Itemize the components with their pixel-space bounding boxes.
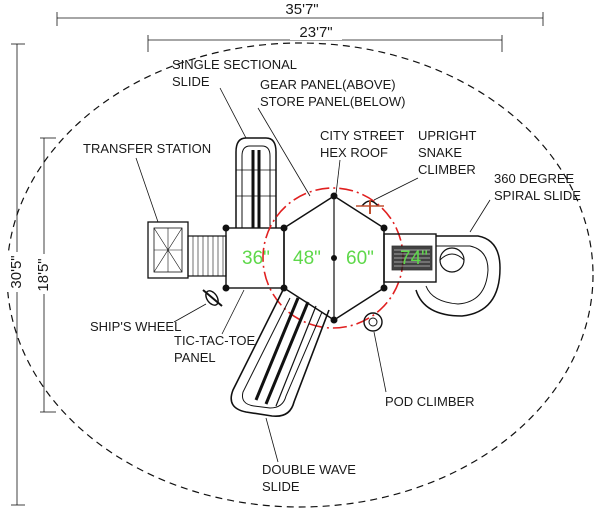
- svg-text:TRANSFER STATION: TRANSFER STATION: [83, 141, 211, 156]
- double-wave-slide: [230, 289, 330, 418]
- svg-text:360 DEGREE: 360 DEGREE: [494, 171, 575, 186]
- svg-text:STORE PANEL(BELOW): STORE PANEL(BELOW): [260, 94, 405, 109]
- pod-climber: [363, 312, 383, 332]
- svg-text:UPRIGHT: UPRIGHT: [418, 128, 477, 143]
- transfer-station: [147, 221, 227, 279]
- svg-text:SLIDE: SLIDE: [262, 479, 300, 494]
- deck-posts: [222, 192, 388, 324]
- label-double-wave-slide: DOUBLE WAVE SLIDE: [262, 462, 356, 494]
- svg-text:CITY STREET: CITY STREET: [320, 128, 404, 143]
- dimension-inner-height: 18'5": [34, 137, 56, 413]
- svg-text:HEX ROOF: HEX ROOF: [320, 145, 388, 160]
- use-zone-boundary: [6, 42, 594, 508]
- svg-text:SINGLE SECTIONAL: SINGLE SECTIONAL: [172, 57, 297, 72]
- dimension-outer-height: 30'5": [6, 43, 25, 506]
- label-gear-store-panel: GEAR PANEL(ABOVE) STORE PANEL(BELOW): [260, 77, 405, 109]
- svg-text:SHIP'S WHEEL: SHIP'S WHEEL: [90, 319, 181, 334]
- deck-height-48: 48": [293, 248, 321, 269]
- dimension-outer-width: 35'7": [56, 0, 544, 26]
- dimension-inner-width: 23'7": [147, 24, 503, 52]
- single-sectional-slide: [235, 137, 277, 228]
- svg-text:SLIDE: SLIDE: [172, 74, 210, 89]
- upright-snake-climber: [356, 200, 384, 214]
- svg-text:POD CLIMBER: POD CLIMBER: [385, 394, 475, 409]
- svg-text:SPIRAL SLIDE: SPIRAL SLIDE: [494, 188, 581, 203]
- outer-height-label: 30'5": [8, 255, 25, 288]
- leader-lines: [135, 87, 491, 463]
- svg-text:DOUBLE WAVE: DOUBLE WAVE: [262, 462, 356, 477]
- label-pod-climber: POD CLIMBER: [385, 394, 475, 409]
- svg-text:SNAKE: SNAKE: [418, 145, 462, 160]
- deck-height-60: 60": [346, 248, 374, 269]
- svg-text:PANEL: PANEL: [174, 350, 216, 365]
- ships-wheel: [202, 289, 223, 307]
- deck-height-74: 74": [400, 248, 428, 269]
- inner-height-label: 18'5": [35, 258, 52, 291]
- svg-text:CLIMBER: CLIMBER: [418, 162, 476, 177]
- inner-width-label: 23'7": [299, 24, 332, 41]
- label-city-street-hex-roof: CITY STREET HEX ROOF: [320, 128, 404, 160]
- label-single-sectional-slide: SINGLE SECTIONAL SLIDE: [172, 57, 297, 89]
- label-upright-snake-climber: UPRIGHT SNAKE CLIMBER: [418, 128, 477, 177]
- outer-width-label: 35'7": [285, 1, 318, 18]
- spiral-slide: [415, 235, 501, 317]
- svg-text:GEAR PANEL(ABOVE): GEAR PANEL(ABOVE): [260, 77, 396, 92]
- label-transfer-station: TRANSFER STATION: [83, 141, 211, 156]
- deck-height-36: 36": [242, 248, 270, 269]
- label-spiral-slide: 360 DEGREE SPIRAL SLIDE: [494, 171, 581, 203]
- label-ships-wheel: SHIP'S WHEEL: [90, 319, 181, 334]
- svg-text:TIC-TAC-TOE: TIC-TAC-TOE: [174, 333, 255, 348]
- label-tic-tac-toe-panel: TIC-TAC-TOE PANEL: [174, 333, 255, 365]
- spiral-slide-walkway: [383, 233, 437, 283]
